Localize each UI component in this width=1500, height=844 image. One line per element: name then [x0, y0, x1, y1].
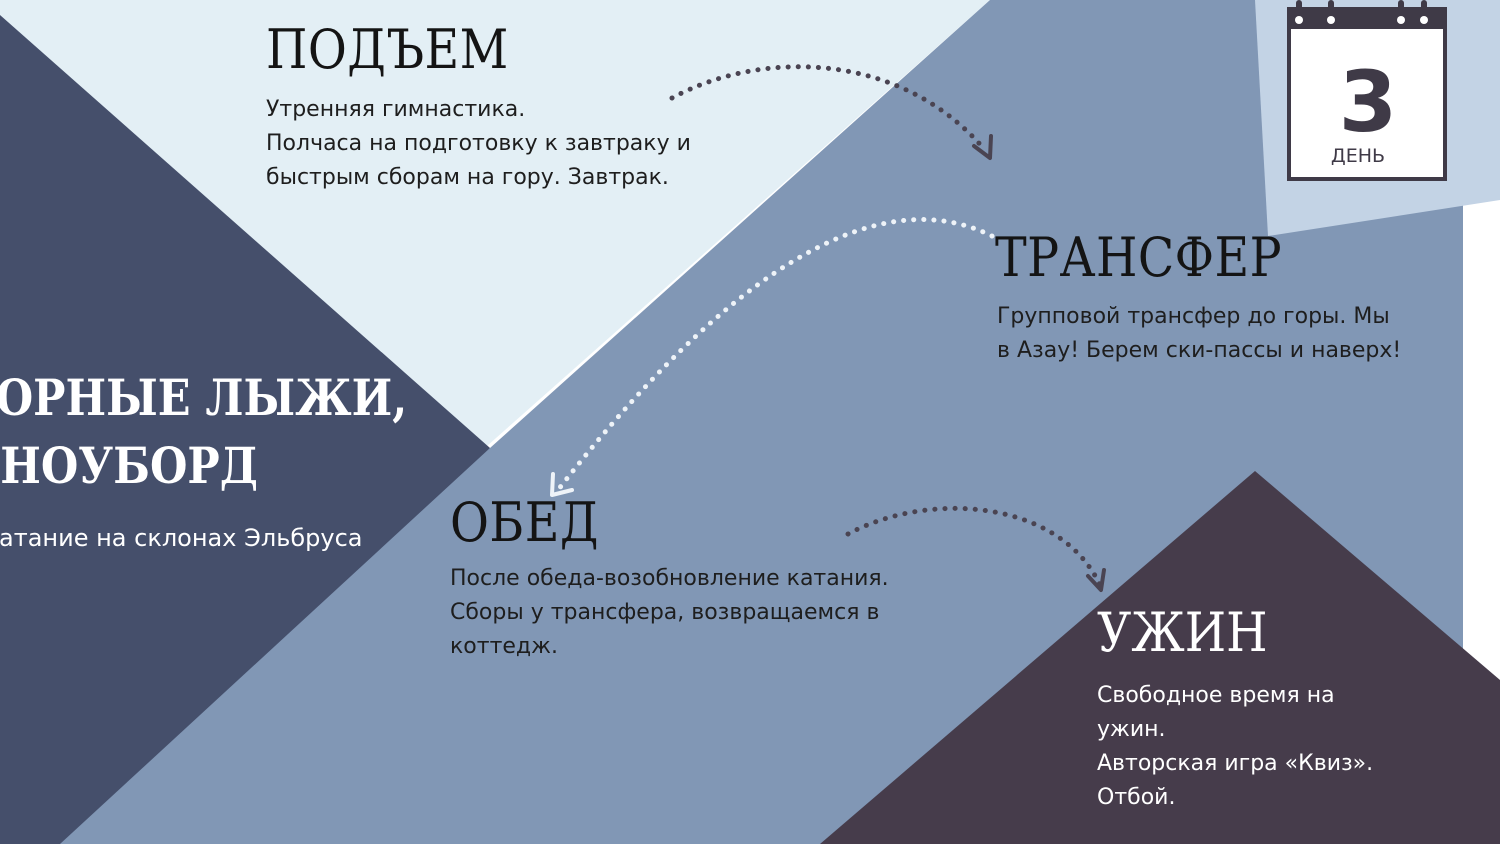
navy-panel: [0, 15, 490, 844]
dotted-arrow-wake-to-transfer: [669, 64, 993, 160]
dinner-line: Свободное время на: [1097, 683, 1335, 708]
transfer-line: в Азау! Берем ски-пассы и наверх!: [997, 338, 1402, 363]
dinner-title: УЖИН: [1097, 601, 1268, 664]
dinner-line: Авторская игра «Квиз».: [1097, 751, 1374, 776]
calendar-ring: [1296, 0, 1302, 20]
lunch-line: После обеда-возобновление катания.: [450, 566, 889, 591]
intro-title: ГОРНЫЕ ЛЫЖИ, СНОУБОРД: [0, 364, 407, 500]
dinner-line: ужин.: [1097, 717, 1166, 742]
transfer-title: ТРАНСФЕР: [995, 226, 1283, 289]
calendar-icon: [1287, 0, 1447, 181]
calendar-ring-hole: [1420, 16, 1428, 24]
wake-line: Утренняя гимнастика.: [266, 97, 526, 122]
dotted-arrow-path: [669, 64, 988, 153]
dotted-arrow-lunch-to-dinner: [845, 505, 1106, 592]
calendar-ring: [1421, 0, 1427, 20]
calendar-ring-hole: [1327, 16, 1335, 24]
dotted-arrow-transfer-to-lunch: [550, 217, 995, 497]
arrow-head-icon: [550, 472, 574, 497]
wake-line: Полчаса на подготовку к завтраку и: [266, 131, 691, 156]
wake-description: Утренняя гимнастика. Полчаса на подготов…: [266, 93, 691, 195]
plum-panel: [820, 471, 1500, 844]
transfer-description: Групповой трансфер до горы. Мы в Азау! Б…: [997, 300, 1401, 368]
arrow-head-icon: [1086, 568, 1106, 592]
lunch-line: коттедж.: [450, 634, 558, 659]
intro-title-line: СНОУБОРД: [0, 436, 258, 495]
calendar-ring-hole: [1295, 16, 1303, 24]
lunch-description: После обеда-возобновление катания. Сборы…: [450, 562, 889, 664]
calendar-ring-hole: [1397, 16, 1405, 24]
dotted-arrow-path: [555, 217, 995, 493]
lunch-title: ОБЕД: [450, 491, 599, 554]
calendar-day-label: ДЕНЬ: [1330, 145, 1386, 167]
intro-title-line: ГОРНЫЕ ЛЫЖИ,: [0, 368, 408, 427]
dinner-line: Отбой.: [1097, 785, 1176, 810]
transfer-line: Групповой трансфер до горы. Мы: [997, 304, 1390, 329]
intro-subtitle: Катание на склонах Эльбруса: [0, 524, 363, 552]
arrow-head-icon: [972, 134, 993, 160]
wake-line: быстрым сборам на гору. Завтрак.: [266, 165, 669, 190]
calendar-ring: [1328, 0, 1334, 20]
calendar-ring: [1398, 0, 1404, 20]
wake-title: ПОДЪЕМ: [266, 18, 509, 81]
lunch-line: Сборы у трансфера, возвращаемся в: [450, 600, 880, 625]
calendar-day-number: 3: [1338, 53, 1398, 151]
dinner-description: Свободное время на ужин. Авторская игра …: [1097, 679, 1373, 815]
